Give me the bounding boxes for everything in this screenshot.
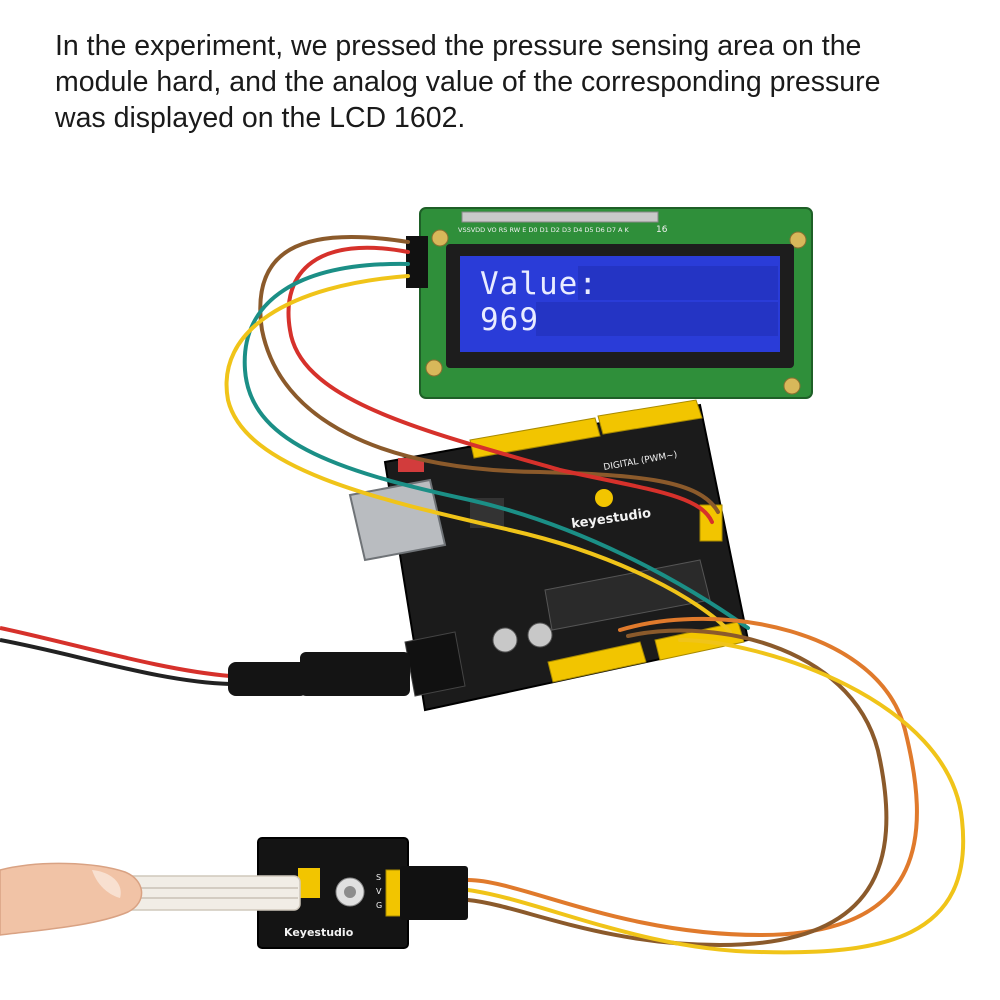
lcd-pin-count: 16: [656, 225, 668, 235]
sensor-resistor-pads: [298, 868, 320, 898]
power-cable: [0, 626, 410, 696]
caption-line-1: In the experiment, we pressed the pressu…: [55, 30, 862, 62]
sensor-pin-g: G: [376, 901, 382, 910]
lcd-module: VSSVDD VO RS RW E D0 D1 D2 D3 D4 D5 D6 D…: [406, 207, 813, 399]
lcd-pin-header: [461, 211, 659, 223]
lcd-mount-hole: [431, 229, 449, 247]
reset-button: [398, 458, 424, 472]
digital-header-left: [469, 417, 601, 459]
finger: [0, 862, 143, 936]
lcd-connector: [406, 236, 428, 288]
sensor-wires: [466, 616, 966, 955]
lcd-mount-hole: [789, 231, 807, 249]
sensor-pin-s: S: [376, 873, 381, 882]
lcd-row-2: 969: [480, 302, 539, 338]
lcd-row-1: Value:: [480, 266, 598, 302]
capacitor: [492, 627, 518, 653]
caption-line-2: module hard, and the analog value of the…: [55, 66, 881, 98]
bug-logo-icon: [595, 489, 613, 507]
digital-header-right: [597, 399, 703, 435]
lcd-mount-hole: [783, 377, 801, 395]
power-plug: [228, 662, 308, 696]
lcd-wires: [224, 234, 750, 634]
caption-line-3: was displayed on the LCD 1602.: [55, 102, 466, 134]
power-header: [547, 641, 647, 683]
sensor-brand: Keyestudio: [284, 926, 354, 939]
caption: In the experiment, we pressed the pressu…: [55, 28, 955, 136]
sensor-mount-hole-inner: [344, 886, 356, 898]
capacitor: [527, 622, 553, 648]
dc-power-jack: [404, 631, 466, 697]
power-plug-body: [300, 652, 410, 696]
sensor-connector: [400, 866, 468, 920]
lcd-pin-label: VSSVDD VO RS RW E D0 D1 D2 D3 D4 D5 D6 D…: [458, 226, 630, 234]
lcd-mount-hole: [425, 359, 443, 377]
pressure-film-strip: [99, 875, 301, 911]
lcd-cell-grid: [536, 266, 778, 336]
pressure-sensor-module: S V G Keyestudio: [257, 837, 468, 949]
sensor-pin-v: V: [376, 887, 382, 896]
